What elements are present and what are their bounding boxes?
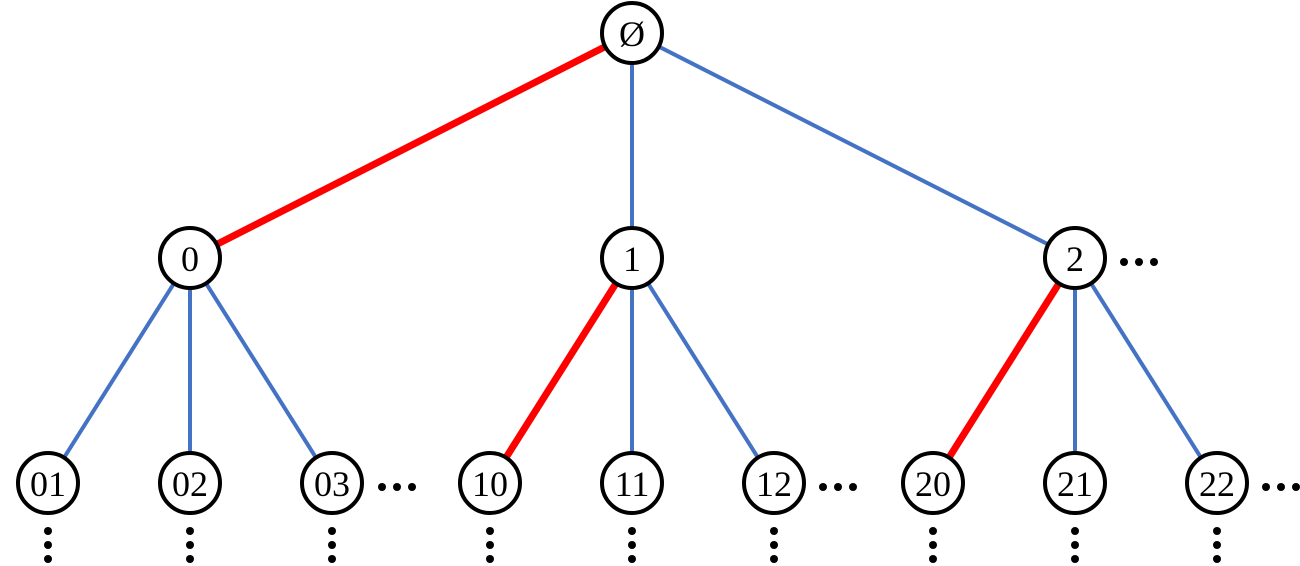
node-label: 2 bbox=[1066, 239, 1084, 279]
node-label: 11 bbox=[615, 464, 650, 504]
tree-node-02: 02 bbox=[158, 451, 222, 515]
node-circle bbox=[742, 451, 806, 515]
node-label: 01 bbox=[30, 464, 66, 504]
vertical-ellipsis-n03 bbox=[328, 527, 336, 563]
node-label: 10 bbox=[472, 464, 508, 504]
tree-node-12: 12 bbox=[742, 451, 806, 515]
highlighted-edge-n1-n10 bbox=[502, 279, 620, 462]
node-circle bbox=[1043, 451, 1107, 515]
node-label: 0 bbox=[181, 239, 199, 279]
edge-n0-n01 bbox=[62, 281, 176, 460]
node-label: 02 bbox=[172, 464, 208, 504]
vertical-ellipsis-n02 bbox=[186, 527, 194, 563]
tree-node-0: 0 bbox=[158, 226, 222, 290]
node-circle bbox=[158, 226, 222, 290]
node-label: Ø bbox=[619, 14, 645, 54]
node-circle bbox=[1185, 451, 1249, 515]
edges-layer bbox=[62, 43, 1203, 462]
tree-node-20: 20 bbox=[901, 451, 965, 515]
tree-node-1: 1 bbox=[600, 226, 664, 290]
vertical-ellipsis-n20 bbox=[929, 527, 937, 563]
node-circle bbox=[600, 1, 664, 65]
edge-root-n2 bbox=[656, 44, 1051, 247]
horizontal-ellipsis-group1 bbox=[819, 483, 857, 491]
edge-n1-n12 bbox=[646, 281, 760, 460]
vertical-ellipsis-n10 bbox=[486, 527, 494, 563]
vertical-ellipsis-n01 bbox=[44, 527, 52, 563]
node-label: 20 bbox=[915, 464, 951, 504]
horizontal-ellipsis-group0 bbox=[378, 483, 416, 491]
vertical-ellipsis-n21 bbox=[1071, 527, 1079, 563]
tree-node-21: 21 bbox=[1043, 451, 1107, 515]
node-circle bbox=[158, 451, 222, 515]
edge-n0-n03 bbox=[204, 281, 318, 460]
node-label: 12 bbox=[756, 464, 792, 504]
node-label: 21 bbox=[1057, 464, 1093, 504]
node-circle bbox=[458, 451, 522, 515]
tree-node-11: 11 bbox=[600, 451, 664, 515]
vertical-ellipses bbox=[44, 527, 1221, 563]
tree-node-03: 03 bbox=[300, 451, 364, 515]
tree-node-2: 2 bbox=[1043, 226, 1107, 290]
node-label: 22 bbox=[1199, 464, 1235, 504]
horizontal-ellipsis-level1 bbox=[1120, 258, 1158, 266]
node-label: 03 bbox=[314, 464, 350, 504]
vertical-ellipsis-n12 bbox=[770, 527, 778, 563]
node-circle bbox=[600, 451, 664, 515]
vertical-ellipsis-n22 bbox=[1213, 527, 1221, 563]
tree-node-root: Ø bbox=[600, 1, 664, 65]
nodes-layer: Ø 0 1 2 01 02 03 10 bbox=[16, 1, 1249, 515]
tree-node-22: 22 bbox=[1185, 451, 1249, 515]
node-circle bbox=[1043, 226, 1107, 290]
tree-node-01: 01 bbox=[16, 451, 80, 515]
highlighted-edge-n2-n20 bbox=[945, 279, 1063, 462]
edge-n2-n22 bbox=[1089, 281, 1203, 460]
vertical-ellipsis-n11 bbox=[628, 527, 636, 563]
horizontal-ellipsis-group2 bbox=[1262, 483, 1300, 491]
highlighted-edge-root-n0 bbox=[213, 43, 609, 248]
node-label: 1 bbox=[623, 239, 641, 279]
tree-node-10: 10 bbox=[458, 451, 522, 515]
node-circle bbox=[901, 451, 965, 515]
node-circle bbox=[300, 451, 364, 515]
node-circle bbox=[600, 226, 664, 290]
node-circle bbox=[16, 451, 80, 515]
